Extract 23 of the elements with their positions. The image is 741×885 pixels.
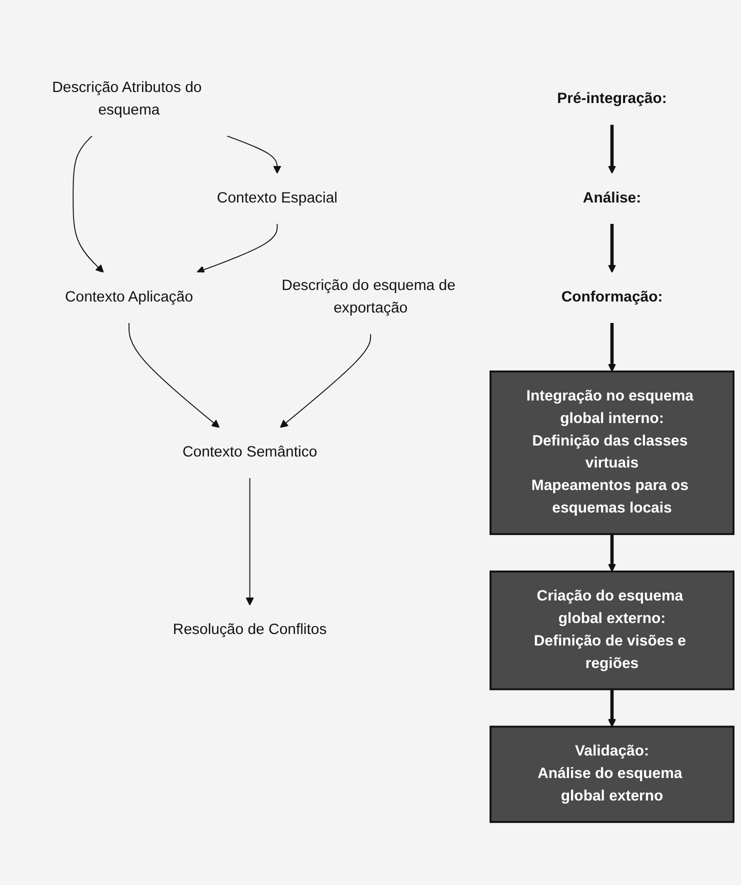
node-text: Descrição do esquema de exportação (282, 278, 456, 316)
node-text: Contexto Aplicação (64, 289, 194, 306)
arrow (226, 135, 282, 174)
arrow (608, 224, 616, 273)
arrow (608, 124, 616, 174)
arrow (196, 223, 278, 274)
node-box: Validação: Análise do esquema global externo (490, 726, 734, 823)
arrow (280, 334, 372, 428)
node-box: Integração no esquema global interno: Definição das classes virtuais Mapeamentos para os esquemas locais (490, 370, 734, 536)
arrow (608, 534, 616, 572)
node-text: Análise: (582, 190, 642, 206)
arrow (608, 322, 616, 372)
node-text: Pré-integração: (557, 91, 667, 107)
arrow (608, 689, 616, 728)
arrow (246, 478, 254, 606)
node-text: Conformação: (561, 289, 663, 306)
node-box: Criação do esquema global externo: Definição de visões e regiões (490, 570, 734, 690)
node-text: Descrição Atributos do esquema (52, 80, 202, 118)
arrow (128, 322, 220, 428)
arrow (72, 135, 104, 273)
node-text: Contexto Espacial (216, 190, 338, 206)
node-text: Contexto Semântico (182, 444, 318, 460)
node-text: Resolução de Conflitos (172, 622, 327, 638)
